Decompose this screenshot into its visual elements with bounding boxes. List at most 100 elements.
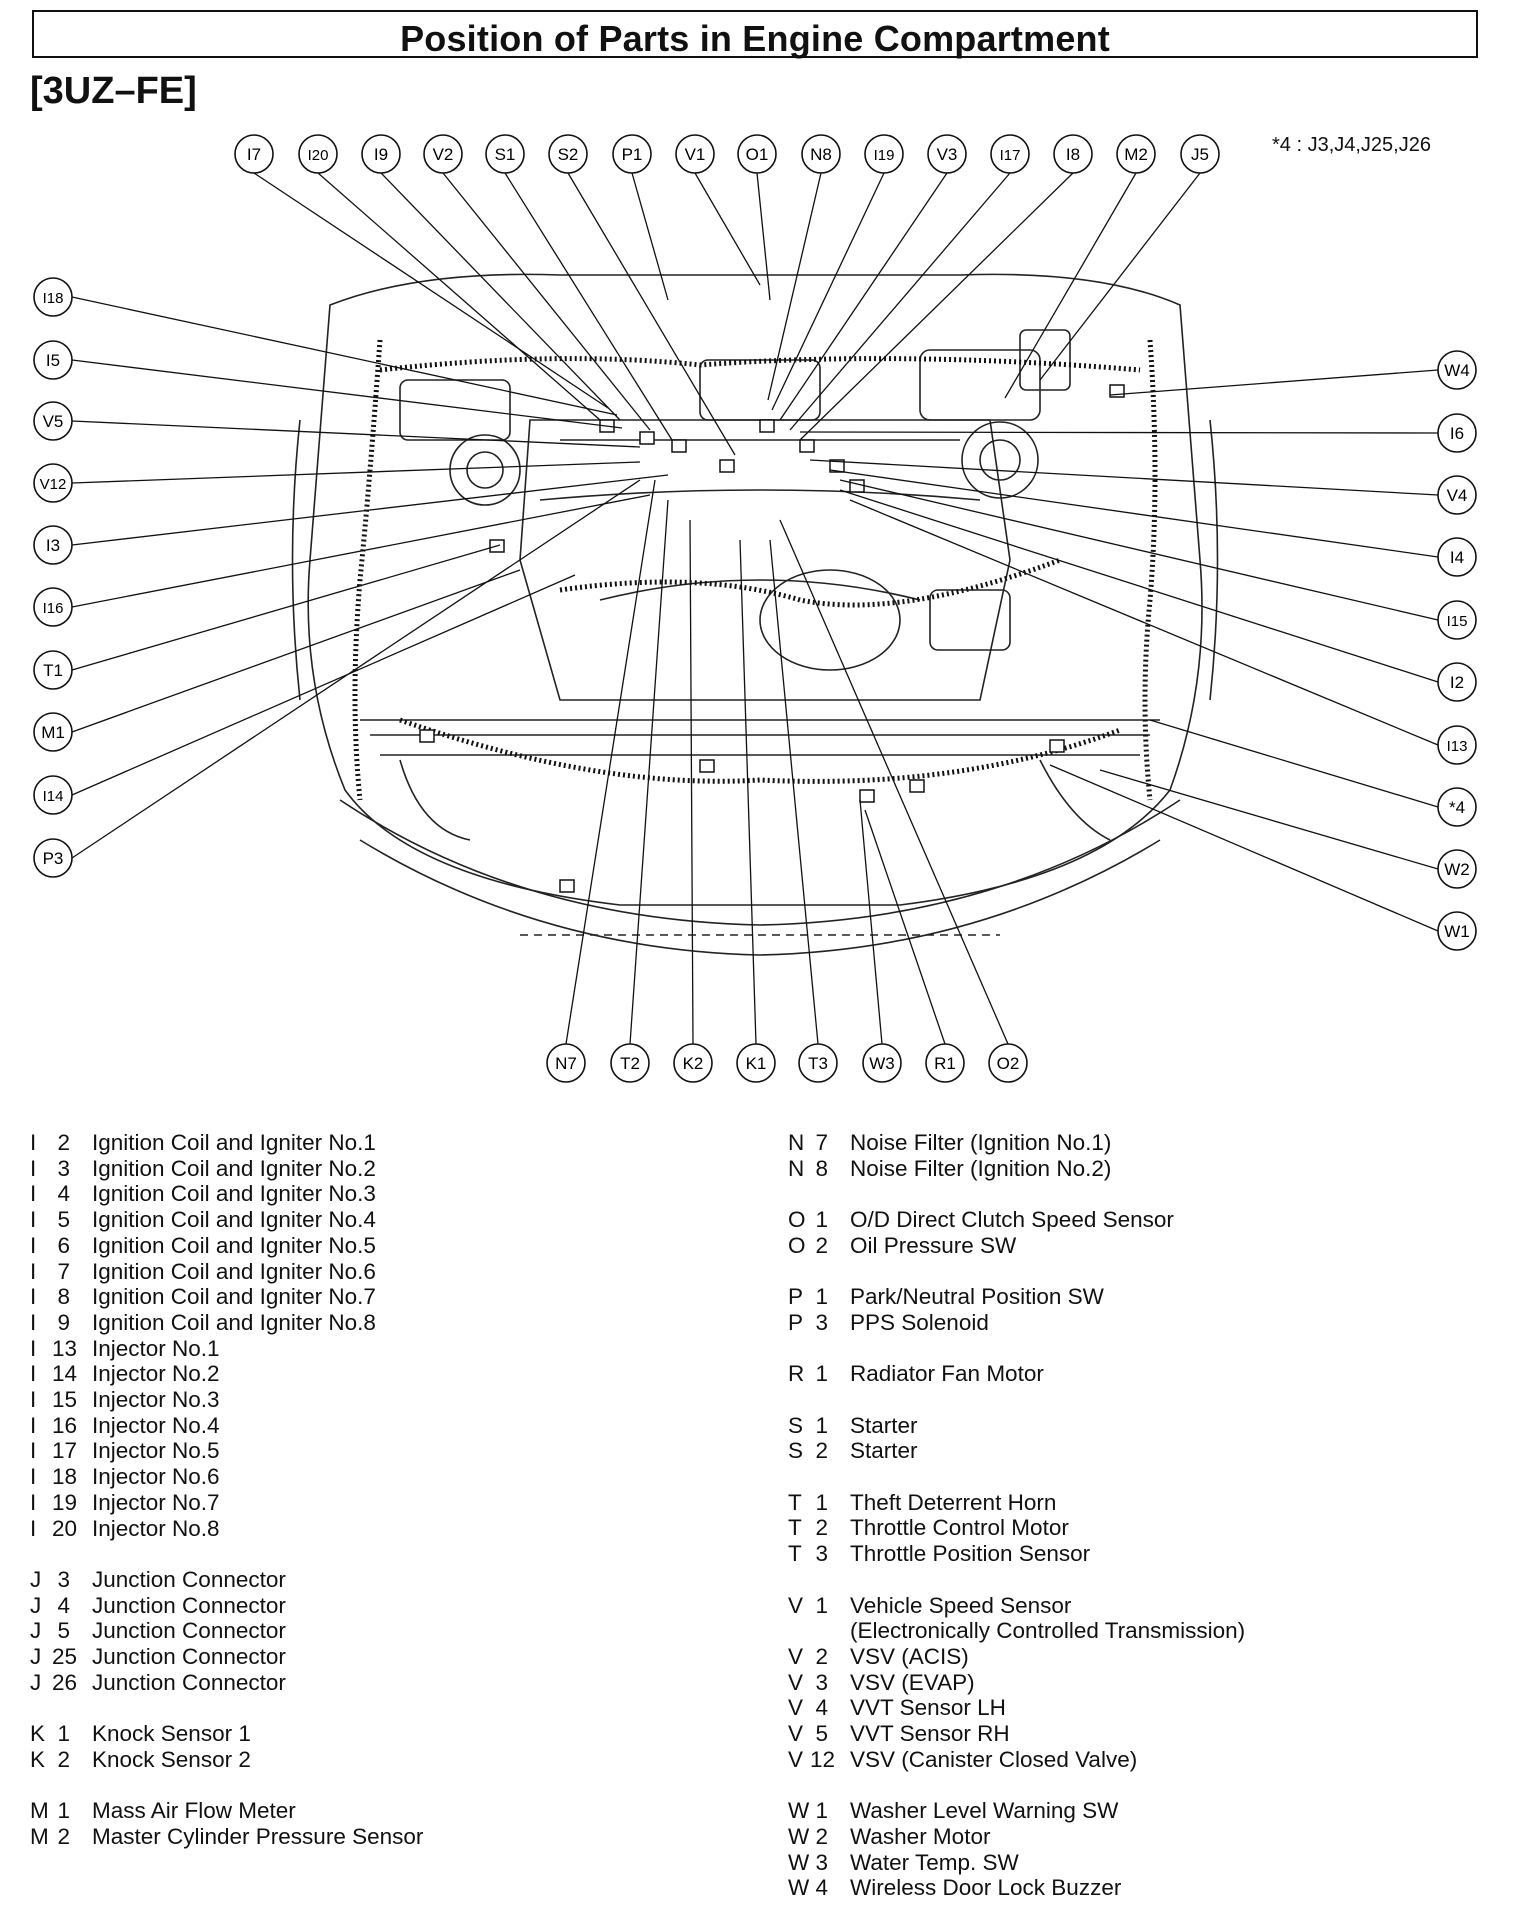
legend-number: 3 bbox=[815, 1309, 828, 1335]
legend-letter: M bbox=[30, 1798, 49, 1824]
callout-circle bbox=[1437, 849, 1477, 889]
callout-m2: M2 bbox=[1116, 134, 1156, 174]
legend-number: 8 bbox=[57, 1284, 70, 1310]
callout-text: M2 bbox=[1124, 145, 1148, 164]
leader-line-w3 bbox=[859, 799, 883, 1045]
leader-line-p1 bbox=[631, 172, 669, 301]
callout-circle bbox=[546, 1043, 586, 1083]
callout-text: I20 bbox=[308, 147, 329, 164]
callout-text: K1 bbox=[746, 1054, 767, 1073]
legend-gap bbox=[788, 1387, 1488, 1413]
legend-letter: S bbox=[788, 1412, 804, 1438]
callout-circle bbox=[33, 650, 73, 690]
legend-part-name: Ignition Coil and Igniter No.3 bbox=[92, 1181, 376, 1207]
legend-part-name: Noise Filter (Ignition No.2) bbox=[850, 1155, 1112, 1181]
callout-w3: W3 bbox=[862, 1043, 902, 1083]
legend-part-name: Theft Deterrent Horn bbox=[850, 1489, 1057, 1515]
legend-part-name: Water Temp. SW bbox=[850, 1849, 1019, 1875]
legend-letter: M bbox=[30, 1823, 49, 1849]
callout-text: I2 bbox=[1450, 673, 1464, 692]
legend-letter: O bbox=[788, 1207, 806, 1233]
legend-number: 3 bbox=[57, 1566, 70, 1592]
legend-letter: I bbox=[30, 1232, 37, 1258]
callout-circle bbox=[361, 134, 401, 174]
leader-line-t3 bbox=[769, 539, 819, 1045]
callout-text: I9 bbox=[374, 145, 388, 164]
legend-letter: R bbox=[788, 1361, 805, 1387]
legend-letter: V bbox=[788, 1746, 804, 1772]
legend-letter: K bbox=[30, 1721, 46, 1747]
callout-text: W4 bbox=[1444, 361, 1470, 380]
callout-text: V1 bbox=[685, 145, 706, 164]
callout-text: V3 bbox=[937, 145, 958, 164]
callout-circle bbox=[864, 134, 904, 174]
legend-gap bbox=[30, 1695, 730, 1721]
legend-letter: K bbox=[30, 1746, 46, 1772]
legend-letter: V bbox=[788, 1669, 804, 1695]
legend-number: 1 bbox=[57, 1721, 70, 1747]
leader-line-r1 bbox=[864, 809, 946, 1045]
legend-gap bbox=[30, 1773, 730, 1799]
legend-part-name: Ignition Coil and Igniter No.7 bbox=[92, 1284, 376, 1310]
callout-circle bbox=[798, 1043, 838, 1083]
legend-letter: I bbox=[30, 1181, 37, 1207]
legend-letter: O bbox=[788, 1232, 806, 1258]
callout-circle bbox=[1437, 413, 1477, 453]
callout-text: I13 bbox=[1447, 738, 1468, 755]
legend-number: 1 bbox=[815, 1284, 828, 1310]
leader-line-k2 bbox=[689, 519, 694, 1045]
callout-v12: V12 bbox=[33, 463, 73, 503]
legend-number: 5 bbox=[57, 1207, 70, 1233]
legend-part-name: Junction Connector bbox=[92, 1669, 286, 1695]
legend-part-name: Injector No.7 bbox=[92, 1489, 220, 1515]
legend-number: 2 bbox=[815, 1515, 828, 1541]
legend-part-name: Master Cylinder Pressure Sensor bbox=[92, 1823, 424, 1849]
legend-part-name: Radiator Fan Motor bbox=[850, 1361, 1044, 1387]
legend-number: 1 bbox=[815, 1412, 828, 1438]
callout-circle bbox=[33, 401, 73, 441]
legend-part-name: Injector No.1 bbox=[92, 1335, 220, 1361]
callout-t1: T1 bbox=[33, 650, 73, 690]
leader-line-j5 bbox=[1039, 172, 1201, 381]
leader-line-v4 bbox=[809, 459, 1439, 496]
callout-text: V12 bbox=[40, 476, 67, 493]
leader-line-w2 bbox=[1099, 769, 1439, 870]
legend-number: 15 bbox=[52, 1387, 78, 1413]
legend-part-name: Injector No.5 bbox=[92, 1438, 220, 1464]
leader-line-i16 bbox=[71, 494, 651, 608]
leader-line-w1 bbox=[1049, 764, 1439, 932]
leader-line-i4 bbox=[829, 469, 1439, 558]
legend-number: 25 bbox=[52, 1644, 78, 1670]
legend-part-name: Injector No.2 bbox=[92, 1361, 220, 1387]
callout-text: I3 bbox=[46, 536, 60, 555]
callout-i14: I14 bbox=[33, 775, 73, 815]
legend-part-name: Park/Neutral Position SW bbox=[850, 1284, 1104, 1310]
legend-part-name: Washer Motor bbox=[850, 1823, 991, 1849]
leader-line-i7 bbox=[253, 172, 609, 409]
page-title: Position of Parts in Engine Compartment bbox=[400, 18, 1110, 59]
legend-letter: W bbox=[788, 1875, 810, 1901]
leader-line-o2 bbox=[779, 519, 1009, 1045]
legend-gap bbox=[788, 1772, 1488, 1798]
callout-circle bbox=[33, 775, 73, 815]
callout-circle bbox=[675, 134, 715, 174]
callout-text: W3 bbox=[869, 1054, 895, 1073]
legend-part-name: Starter bbox=[850, 1412, 918, 1438]
legend-part-name: VSV (Canister Closed Valve) bbox=[850, 1746, 1138, 1772]
callout-text: N7 bbox=[555, 1054, 577, 1073]
connector-symbols bbox=[419, 384, 1125, 893]
legend-gap bbox=[788, 1567, 1488, 1593]
